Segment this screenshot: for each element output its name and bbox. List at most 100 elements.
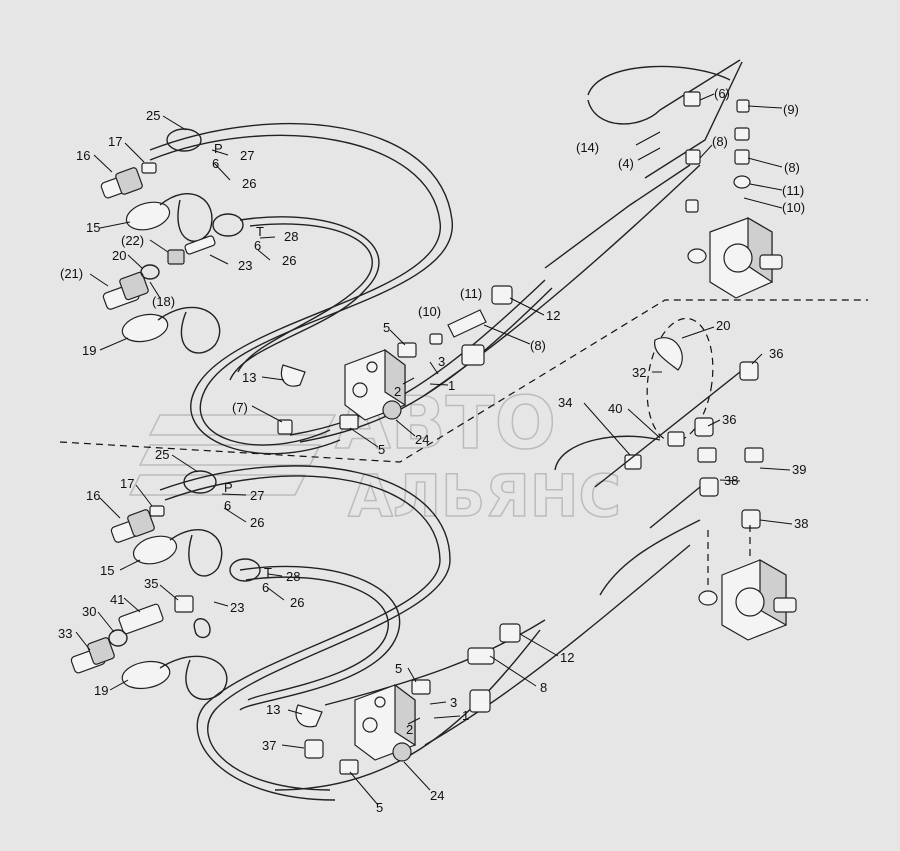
ring-23-lower — [229, 558, 261, 582]
callout-8a: (8) — [712, 134, 728, 149]
fitting-8b — [734, 149, 750, 165]
callout-13l: 13 — [266, 702, 280, 717]
callout-24l: 24 — [430, 788, 444, 803]
callout-7: (7) — [232, 400, 248, 415]
callout-37: 37 — [262, 738, 276, 753]
callout-5a: 5 — [383, 320, 390, 335]
lower-callouts: 25 17 16 P 27 6 26 15 35 41 30 33 T 28 6… — [58, 447, 574, 815]
elbow-37 — [304, 739, 324, 759]
elbow-6 — [683, 91, 701, 107]
nut-11 — [733, 175, 751, 189]
tee-8-lower — [467, 647, 495, 665]
callout-25l: 25 — [155, 447, 169, 462]
callout-2: 2 — [394, 384, 401, 399]
upper-hoses — [149, 59, 743, 455]
fitting-10 — [429, 333, 443, 345]
callout-28: 28 — [284, 229, 298, 244]
watermark-word-2: АЛЬЯНС — [348, 462, 621, 530]
callout-20r: 20 — [716, 318, 730, 333]
fitting-12-lower — [499, 623, 521, 643]
callout-12l: 12 — [560, 650, 574, 665]
ring-25 — [166, 128, 202, 152]
right-callouts: 20 32 36 34 40 36 39 38 38 — [558, 318, 808, 531]
callout-17: 17 — [108, 134, 122, 149]
fitting-36a — [739, 361, 759, 381]
tee-38b — [741, 509, 761, 529]
ring-25-lower — [183, 470, 217, 494]
section-separator — [59, 299, 868, 463]
callout-3: 3 — [438, 354, 445, 369]
fitting-9 — [736, 99, 750, 113]
callout-21: (21) — [60, 266, 83, 281]
callout-33: 33 — [58, 626, 72, 641]
fitting-12 — [491, 285, 513, 305]
callout-35: 35 — [144, 576, 158, 591]
callout-T: T — [256, 224, 264, 239]
tee-38a — [699, 477, 719, 497]
fitting-5-lower-a — [411, 679, 431, 695]
coupling-33 — [70, 637, 115, 674]
valve-17 — [141, 162, 157, 174]
elbow-1 — [461, 344, 485, 366]
callout-10b: (10) — [418, 304, 441, 319]
adapter-41 — [118, 603, 164, 635]
callout-25: 25 — [146, 108, 160, 123]
callout-26b: 26 — [282, 253, 296, 268]
callout-12: 12 — [546, 308, 560, 323]
callout-10a: (10) — [782, 200, 805, 215]
lower-hoses — [159, 465, 701, 801]
callout-6p: (6) — [714, 86, 730, 101]
callout-8l: 8 — [540, 680, 547, 695]
callout-6b: 6 — [254, 238, 261, 253]
callout-28l: 28 — [286, 569, 300, 584]
callout-26a: 26 — [242, 176, 256, 191]
cap-20 — [653, 337, 683, 371]
callout-9: (9) — [783, 102, 799, 117]
fitting-8a — [685, 149, 701, 165]
fitting-5-lower-b — [339, 759, 359, 775]
callout-P: P — [214, 141, 223, 156]
dust-cap-15 — [125, 201, 171, 231]
oring-30 — [108, 629, 128, 647]
callout-34: 34 — [558, 395, 572, 410]
adapter-23 — [167, 235, 216, 265]
cap-strap-15 — [159, 193, 213, 242]
ring-23 — [212, 213, 244, 237]
callout-41: 41 — [110, 592, 124, 607]
fitting-34 — [624, 454, 642, 470]
fitting-36b — [694, 417, 714, 437]
upper-left-parts — [100, 128, 244, 354]
fitting-7 — [277, 419, 293, 435]
lower-left-parts — [70, 470, 261, 701]
callout-32: 32 — [632, 365, 646, 380]
upper-pump — [683, 91, 783, 299]
elbow-13 — [280, 364, 306, 387]
right-middle-parts — [554, 317, 764, 529]
callout-Tl: T — [264, 565, 272, 580]
upper-callouts: 25 17 16 P 27 6 26 15 (22) 20 (21) (18) … — [60, 86, 805, 457]
callout-8c: (8) — [530, 338, 546, 353]
callout-20: 20 — [112, 248, 126, 263]
callout-27: 27 — [240, 148, 254, 163]
callout-36b: 36 — [722, 412, 736, 427]
callout-14: (14) — [576, 140, 599, 155]
valve-17-lower — [149, 505, 165, 517]
elbow-13-lower — [295, 704, 323, 728]
callout-6al: 6 — [224, 498, 231, 513]
callout-4: (4) — [618, 156, 634, 171]
callout-23l: 23 — [230, 600, 244, 615]
callout-38b: 38 — [794, 516, 808, 531]
upper-valve-block — [277, 285, 513, 435]
callout-Pl: P — [224, 480, 233, 495]
cap-strap-19-lower — [159, 655, 228, 701]
coupling-16-lower — [110, 509, 155, 543]
callout-18: (18) — [152, 294, 175, 309]
knob-24-lower — [392, 742, 412, 762]
tee-11 — [447, 309, 487, 338]
coupling-16 — [100, 167, 143, 199]
callout-24: 24 — [415, 432, 429, 447]
callout-22: (22) — [121, 233, 144, 248]
callout-8b: (8) — [784, 160, 800, 175]
fitting-39 — [744, 447, 764, 463]
